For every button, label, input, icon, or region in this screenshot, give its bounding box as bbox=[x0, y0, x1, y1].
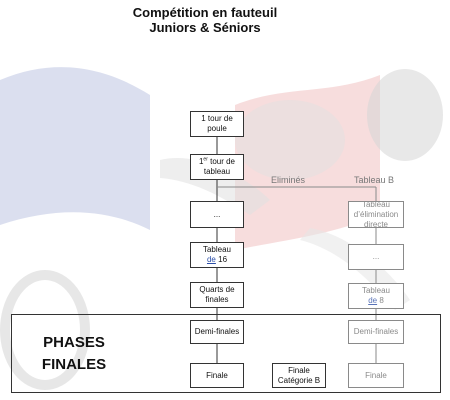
box-premier-tour: 1er tour de tableau bbox=[190, 154, 244, 180]
finals-frame bbox=[11, 314, 441, 393]
tableau-8-number: 8 bbox=[377, 296, 384, 305]
box-elim-line-3: directe bbox=[363, 219, 388, 229]
box-tableau-16-line-2: de 16 bbox=[203, 255, 231, 265]
box-poule: 1 tour de poule bbox=[190, 111, 244, 137]
phases-line-2: FINALES bbox=[41, 356, 107, 373]
box-premier-tour-line-1: 1er tour de bbox=[199, 157, 235, 167]
title-line-1: Compétition en fauteuil bbox=[132, 5, 278, 20]
box-tableau-8: Tableau de 8 bbox=[348, 283, 404, 309]
box-ellipsis-b: ... bbox=[348, 244, 404, 270]
box-tableau-8-line-2: de 8 bbox=[362, 296, 390, 306]
fencer-mask-shape bbox=[367, 69, 443, 161]
tour-superscript: er bbox=[203, 156, 208, 163]
eliminated-label: Eliminés bbox=[271, 175, 306, 185]
box-elim-line-2: d’élimination bbox=[353, 209, 399, 219]
fencer-arm-shape bbox=[160, 158, 270, 215]
tour-number: 1 bbox=[198, 157, 204, 166]
box-premier-tour-line-2: tableau bbox=[203, 167, 231, 176]
box-finale-b-path: Finale bbox=[348, 363, 404, 388]
box-finale-categorie-b: Finale Catégorie B bbox=[272, 363, 326, 388]
box-quarts: Quarts de finales bbox=[190, 282, 244, 308]
box-ellipsis-main: ... bbox=[190, 201, 244, 228]
tableau-16-number: 16 bbox=[215, 255, 228, 264]
finale-b-line-1: Finale bbox=[288, 365, 310, 375]
box-tableau-elimination: Tableau d’élimination directe bbox=[348, 199, 404, 229]
phases-finales-label: PHASES FINALES bbox=[34, 332, 114, 376]
box-tableau-16: Tableau de 16 bbox=[190, 242, 244, 268]
box-tableau-16-line-1: Tableau bbox=[202, 245, 232, 254]
finale-b-line-2: Catégorie B bbox=[277, 375, 321, 385]
flag-blue-band bbox=[0, 67, 150, 230]
box-demi-finales-main: Demi-finales bbox=[190, 320, 244, 344]
box-poule-line-2: poule bbox=[207, 124, 227, 133]
title-line-2: Juniors & Séniors bbox=[149, 20, 261, 35]
tour-text: tour de bbox=[207, 157, 236, 166]
box-elim-line-1: Tableau bbox=[361, 199, 391, 209]
fencer-body-shape bbox=[235, 100, 345, 180]
box-demi-finales-b: Demi-finales bbox=[348, 320, 404, 344]
box-poule-line-1: 1 tour de bbox=[201, 114, 233, 123]
tableau-8-link[interactable]: de bbox=[368, 296, 378, 305]
box-quarts-line-1: Quarts de bbox=[199, 285, 235, 294]
tableau-16-link[interactable]: de bbox=[206, 255, 216, 264]
wheel-shape bbox=[0, 270, 90, 390]
box-tableau-8-line-1: Tableau bbox=[361, 286, 391, 295]
box-finale-main: Finale bbox=[190, 363, 244, 388]
tableau-b-label: Tableau B bbox=[354, 175, 395, 185]
box-quarts-line-2: finales bbox=[205, 295, 229, 304]
phases-line-1: PHASES bbox=[43, 334, 105, 351]
